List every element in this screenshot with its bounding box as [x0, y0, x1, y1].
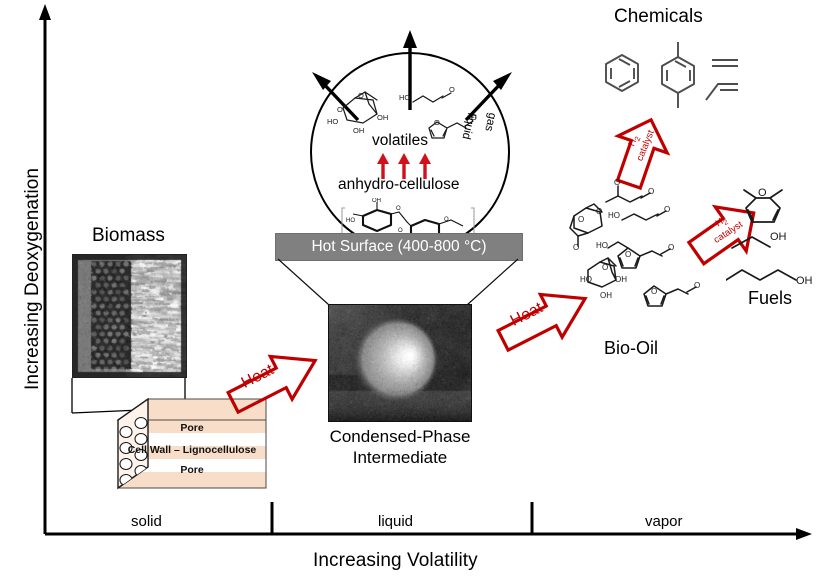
condensed-phase-image: [328, 304, 472, 422]
svg-text:HO: HO: [596, 241, 608, 250]
svg-text:HO: HO: [346, 218, 355, 224]
svg-text:O: O: [337, 105, 343, 114]
svg-text:OH: OH: [770, 231, 787, 243]
condensed-caption-line2: Intermediate: [320, 447, 480, 468]
hot-surface-connector: [275, 258, 521, 306]
phase-band-liquid: liquid: [378, 513, 413, 530]
svg-text:OH: OH: [372, 198, 381, 204]
svg-text:HO: HO: [327, 117, 338, 126]
chemicals-title: Chemicals: [614, 6, 703, 28]
svg-text:O: O: [614, 178, 620, 187]
svg-text:OH: OH: [377, 113, 388, 122]
fuels-title: Fuels: [748, 288, 792, 309]
svg-text:O: O: [668, 243, 674, 252]
y-axis-label: Increasing Deoxygenation: [22, 168, 44, 390]
svg-text:O: O: [596, 207, 602, 216]
svg-text:O: O: [578, 215, 584, 224]
slab-layer-label-cellwall: Cell Wall – Lignocellulose: [118, 444, 266, 456]
biomass-title: Biomass: [92, 225, 165, 247]
slab-layer-label-pore-top: Pore: [118, 422, 266, 434]
volatiles-label: volatiles: [372, 132, 428, 150]
svg-text:O: O: [758, 187, 767, 199]
svg-text:O: O: [396, 206, 401, 212]
svg-text:O: O: [573, 243, 579, 252]
svg-text:OH: OH: [615, 275, 627, 284]
svg-text:O: O: [444, 217, 449, 223]
svg-text:O: O: [648, 187, 654, 196]
heat-arrow-left: [222, 345, 328, 417]
svg-text:O: O: [694, 281, 700, 290]
svg-text:O: O: [358, 91, 364, 100]
x-axis-label: Increasing Volatility: [313, 550, 478, 572]
condensed-phase-caption: Condensed-Phase Intermediate: [320, 426, 480, 468]
svg-text:O: O: [625, 250, 631, 259]
slab-layer-label-pore-bottom: Pore: [118, 464, 266, 476]
phase-band-solid: solid: [131, 513, 162, 530]
svg-text:O: O: [434, 118, 440, 127]
phase-band-vapor: vapor: [645, 513, 683, 530]
biomass-sem-image: [72, 254, 187, 378]
svg-text:OH: OH: [796, 275, 813, 284]
svg-text:OH: OH: [600, 291, 612, 300]
svg-text:OH: OH: [353, 126, 364, 135]
svg-text:HO: HO: [608, 211, 620, 220]
svg-text:HO: HO: [580, 275, 592, 284]
anhydro-cellulose-label: anhydro-cellulose: [338, 176, 460, 194]
svg-text:O: O: [602, 263, 608, 272]
svg-text:O: O: [664, 205, 670, 214]
condensed-caption-line1: Condensed-Phase: [320, 426, 480, 447]
svg-text:O: O: [651, 287, 657, 296]
hot-surface-bar: Hot Surface (400-800 °C): [275, 233, 523, 261]
svg-text:HO: HO: [399, 93, 410, 102]
svg-text:O: O: [449, 85, 455, 94]
fuels-molecules: O OH OH: [726, 184, 817, 284]
chemicals-molecules: [588, 40, 748, 122]
bio-oil-title: Bio-Oil: [604, 338, 658, 359]
